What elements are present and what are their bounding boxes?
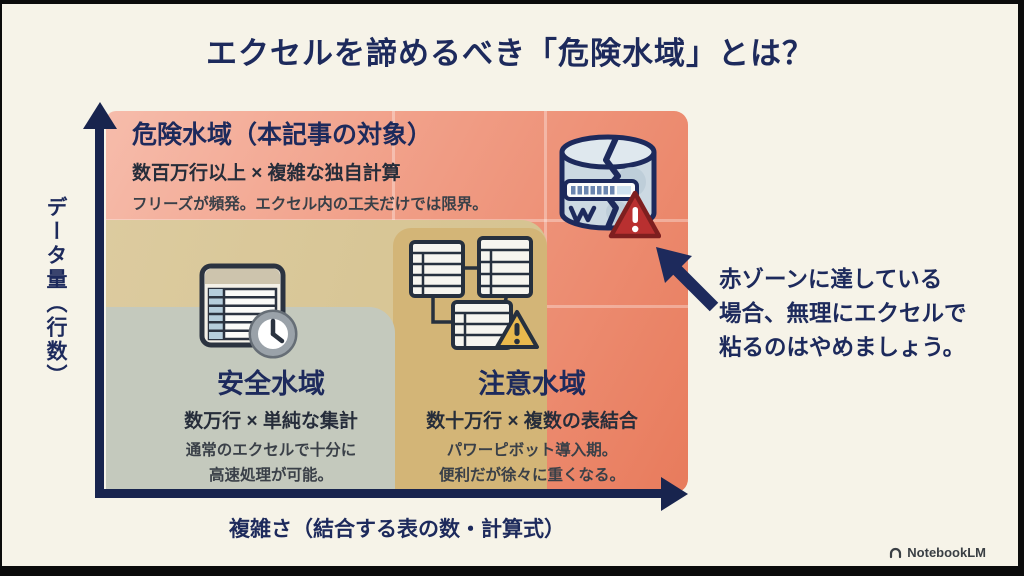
- notebooklm-icon: [890, 547, 902, 559]
- safe-zone-condition: 数万行 × 単純な集計: [184, 411, 358, 432]
- x-axis-line: [95, 489, 664, 498]
- safe-zone-title: 安全水域: [217, 369, 325, 399]
- linked-tables-warning-icon: [409, 236, 539, 350]
- safe-zone-description-line2: 高速処理が可能。: [208, 467, 333, 484]
- safe-zone-description-line1: 通常のエクセルで十分に: [185, 442, 357, 459]
- x-axis-label: 複雑さ（結合する表の数・計算式）: [229, 518, 565, 541]
- caution-zone-description-line1: パワーピボット導入期。: [446, 442, 618, 459]
- annotation-line1: 赤ゾーンに達している: [719, 267, 943, 292]
- annotation-line3: 粘るのはやめましょう。: [719, 335, 966, 360]
- caution-zone-description: パワーピボット導入期。 便利だが徐々に重くなる。: [400, 438, 664, 488]
- y-axis-label: データ量（行数）: [44, 196, 67, 388]
- annotation-text: 赤ゾーンに達している 場合、無理にエクセルで 粘るのはやめましょう。: [719, 263, 967, 365]
- brand-name: NotebookLM: [907, 545, 986, 560]
- cracked-database-icon: [559, 134, 661, 239]
- caution-zone-title: 注意水域: [478, 369, 586, 399]
- slide-canvas: エクセルを諦めるべき「危険水域」とは？ データ量（行数） 複雑さ（結合する表の数…: [2, 4, 1018, 566]
- annotation-line2: 場合、無理にエクセルで: [719, 301, 967, 326]
- safe-zone-description: 通常のエクセルで十分に 高速処理が可能。: [135, 438, 407, 488]
- brand-watermark: NotebookLM: [888, 545, 986, 560]
- arrow-up-left-icon: [656, 247, 719, 312]
- danger-zone-condition: 数百万行以上 × 複雑な独自計算: [132, 163, 401, 184]
- danger-zone-title: 危険水域（本記事の対象）: [132, 121, 433, 149]
- caution-zone-block: 注意水域 数十万行 × 複数の表結合 パワーピボット導入期。 便利だが徐々に重く…: [400, 362, 664, 488]
- page-title: エクセルを諦めるべき「危険水域」とは？: [206, 36, 814, 71]
- spreadsheet-clock-icon: [199, 263, 298, 359]
- x-axis-arrowhead-icon: [661, 477, 688, 511]
- danger-zone-description: フリーズが頻発。エクセル内の工夫だけでは限界。: [132, 196, 488, 213]
- y-axis-arrowhead-icon: [83, 102, 117, 129]
- caution-zone-condition: 数十万行 × 複数の表結合: [426, 411, 638, 432]
- danger-zone-block: 危険水域（本記事の対象） 数百万行以上 × 複雑な独自計算 フリーズが頻発。エク…: [132, 115, 488, 214]
- safe-zone-block: 安全水域 数万行 × 単純な集計 通常のエクセルで十分に 高速処理が可能。: [135, 362, 407, 488]
- y-axis-line: [95, 126, 104, 498]
- caution-zone-description-line2: 便利だが徐々に重くなる。: [438, 467, 625, 484]
